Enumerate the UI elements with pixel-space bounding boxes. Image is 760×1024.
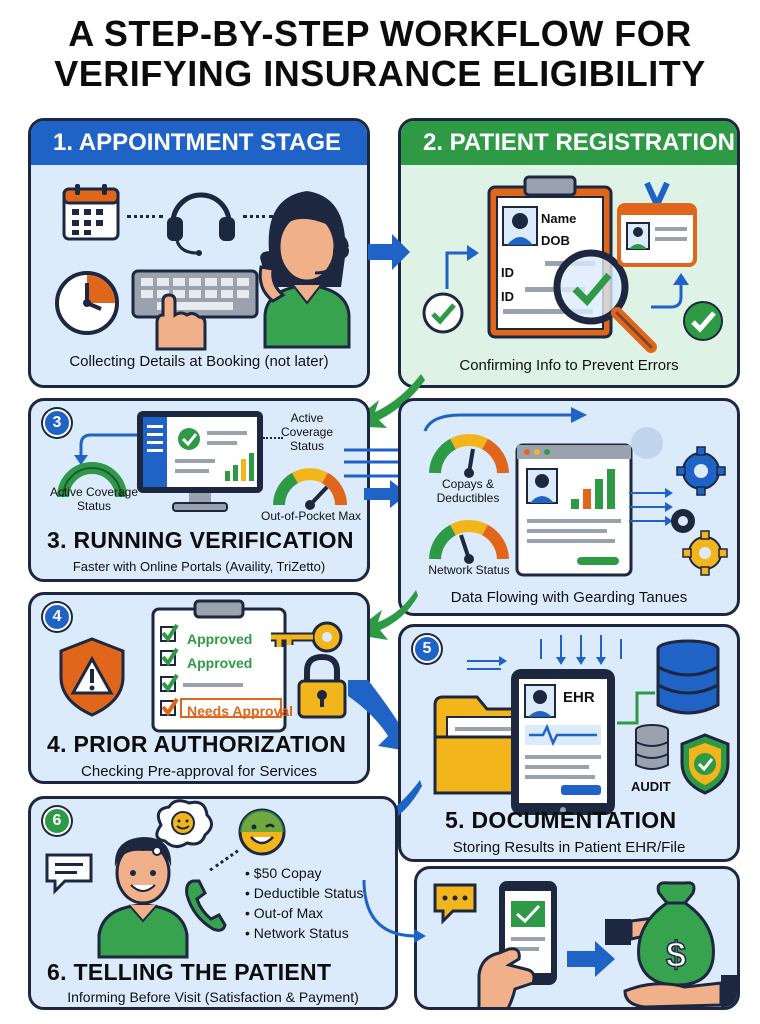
- step1-caption: Collecting Details at Booking (not later…: [69, 353, 329, 370]
- title-line-1: A STEP-BY-STEP WORKFLOW FOR: [68, 13, 692, 54]
- step3-number-badge: 3: [43, 409, 71, 437]
- checklist-item-needs-approval: Needs Approval: [187, 703, 294, 719]
- step2-caption: Confirming Info to Prevent Errors: [459, 357, 679, 374]
- ehr-tablet-icon: [511, 669, 615, 815]
- phone-icon: [185, 879, 227, 932]
- warning-shield-icon: [59, 637, 125, 717]
- bullet-copay: • $50 Copay: [245, 865, 322, 881]
- form-field-id-2: ID: [501, 289, 514, 304]
- step6-caption: Informing Before Visit (Satisfaction & P…: [67, 989, 359, 1005]
- bullet-out-of-max: • Out-of Max: [245, 905, 324, 921]
- step4-number-badge: 4: [43, 603, 71, 631]
- dotted-connector: [243, 215, 273, 218]
- audit-label: AUDIT: [631, 779, 671, 794]
- arrow-icon: [74, 433, 141, 465]
- hand-icon: [155, 293, 207, 351]
- step5-number-badge: 5: [413, 635, 441, 663]
- patient-man-illustration: [97, 837, 189, 959]
- id-badge-icon: [617, 181, 697, 267]
- bullet-deductible: • Deductible Status: [245, 885, 364, 901]
- browser-window-icon: [515, 443, 633, 577]
- arrow-icon: [651, 273, 689, 309]
- clock-icon: [55, 271, 119, 335]
- check-badge-icon: [683, 301, 723, 341]
- calendar-icon: [62, 184, 120, 241]
- database-icon: [656, 639, 720, 715]
- data-flow-caption: Data Flowing with Gearding Tanues: [450, 589, 688, 606]
- padlock-icon: [297, 653, 347, 719]
- step1-header: 1. APPOINTMENT STAGE: [31, 121, 367, 165]
- magnifier-check-icon: [553, 249, 657, 353]
- step2-header: 2. PATIENT REGISTRATION: [401, 121, 737, 165]
- thought-bubble-smiley-icon: [152, 799, 213, 856]
- step4-panel: 4 Approved Approved Needs Approval 4. PR…: [28, 592, 370, 784]
- step1-panel: 1. APPOINTMENT STAGE: [28, 118, 370, 388]
- checklist-item-approved-2: Approved: [187, 655, 253, 671]
- dotted-connector: [127, 215, 163, 218]
- headset-icon: [167, 192, 235, 256]
- arrow-icon: [445, 245, 479, 289]
- bullet-network: • Network Status: [245, 925, 349, 941]
- agent-woman-illustration: [258, 191, 351, 349]
- data-input-arrows: [467, 635, 622, 670]
- money-bag-icon: $: [605, 881, 737, 1007]
- out-of-pocket-gauge-icon: [273, 468, 347, 510]
- network-gauge-icon: [429, 520, 509, 564]
- key-icon: [271, 621, 343, 653]
- dotted-connector: [263, 437, 283, 439]
- step2-panel: 2. PATIENT REGISTRATION Name DOB ID ID: [398, 118, 740, 388]
- title-line-2: VERIFYING INSURANCE ELIGIBILITY: [54, 53, 706, 94]
- checklist-item-approved: Approved: [187, 631, 253, 647]
- message-bubble-icon: [433, 883, 477, 925]
- step3-title: 3. RUNNING VERIFICATION: [47, 527, 354, 553]
- ehr-label: EHR: [563, 689, 595, 706]
- connector-line: [617, 691, 655, 725]
- arrow-icon: [423, 407, 587, 432]
- form-field-id: ID: [501, 265, 514, 280]
- gears-icon: [629, 427, 728, 576]
- coverage-gauge-icon: [57, 462, 127, 498]
- form-field-name: Name: [541, 211, 577, 226]
- checklist-clipboard-icon: [151, 599, 287, 733]
- network-status-label: Network Status: [428, 563, 510, 577]
- step4-caption: Checking Pre-approval for Services: [81, 763, 317, 780]
- form-field-dob: DOB: [541, 233, 570, 248]
- page-title: A STEP-BY-STEP WORKFLOW FOR VERIFYING IN…: [0, 14, 760, 94]
- winking-emoji-icon: [238, 808, 286, 856]
- copay-gauge-icon: [429, 434, 509, 478]
- chat-bubble-icon: [45, 853, 93, 895]
- copays-label: Copays & Deductibles: [436, 477, 500, 505]
- security-shield-icon: [680, 733, 730, 795]
- step4-title: 4. PRIOR AUTHORIZATION: [47, 731, 347, 757]
- flow-arrow-down-right: [348, 680, 414, 752]
- step5-panel: 5 EHR AUDIT: [398, 624, 740, 862]
- audit-database-icon: [635, 724, 669, 770]
- phone-in-hand-icon: [477, 881, 557, 1007]
- step6-panel: 6 • $50 Copay • Deductible Status • Out-…: [28, 796, 398, 1010]
- data-flow-panel: Copays & Deductibles Network Status: [398, 398, 740, 616]
- active-coverage-label-left: Active Coverage Status: [49, 485, 139, 513]
- step5-title: 5. DOCUMENTATION: [445, 807, 677, 833]
- out-of-pocket-label: Out-of-Pocket Max: [260, 509, 362, 523]
- monitor-dashboard-icon: [137, 411, 263, 512]
- step3-caption: Faster with Online Portals (Availity, Tr…: [72, 559, 326, 574]
- check-circle-icon: [422, 292, 464, 334]
- connector-line: [362, 879, 426, 943]
- flow-arrow-right: [368, 234, 410, 270]
- svg-text:$: $: [666, 934, 686, 975]
- payment-panel: $: [414, 866, 740, 1010]
- active-coverage-label-top: Active Coverage Status: [280, 411, 334, 453]
- payment-arrow-icon: [567, 941, 615, 977]
- step5-caption: Storing Results in Patient EHR/File: [452, 839, 686, 856]
- step6-number-badge: 6: [43, 807, 71, 835]
- step3-panel: 3 Active Coverage Status Active Coverage…: [28, 398, 370, 582]
- step6-title: 6. TELLING THE PATIENT: [47, 959, 332, 985]
